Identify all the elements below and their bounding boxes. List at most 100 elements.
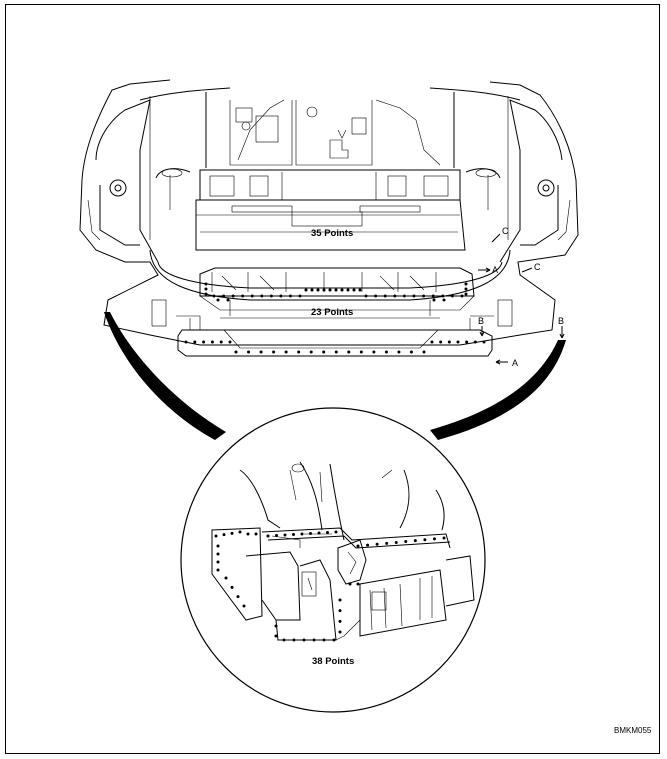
weld-spot — [274, 634, 278, 638]
weld-spot — [338, 619, 342, 623]
weld-spot — [184, 340, 188, 344]
weld-spot — [260, 294, 264, 298]
weld-spot — [216, 568, 220, 572]
weld-spot — [274, 624, 278, 628]
weld-spot — [439, 340, 443, 344]
weld-spot — [242, 604, 246, 608]
weld-spot — [316, 288, 320, 292]
weld-spot — [304, 288, 308, 292]
weld-spot — [230, 585, 234, 589]
weld-spot — [482, 340, 486, 344]
weld-spot — [241, 294, 245, 298]
weld-spot — [219, 340, 223, 344]
weld-spot — [456, 340, 460, 344]
weld-spot — [226, 298, 230, 302]
weld-spot — [422, 350, 426, 354]
weld-spot — [283, 533, 287, 537]
weld-spot — [214, 534, 218, 538]
weld-spot — [338, 598, 342, 602]
weld-spot — [442, 298, 446, 302]
weld-spot — [216, 552, 220, 556]
weld-spot — [312, 638, 316, 642]
weld-spot — [409, 350, 413, 354]
weld-spot — [269, 294, 273, 298]
weld-spot — [309, 350, 313, 354]
weld-spot — [259, 350, 263, 354]
weld-spot — [279, 294, 283, 298]
ref-label-b1: B — [478, 316, 484, 326]
weld-spot — [332, 638, 336, 642]
weld-spot — [364, 294, 368, 298]
reference-markers: A A B B C C — [478, 226, 565, 368]
ref-label-a1: A — [492, 265, 498, 275]
weld-spot — [432, 537, 436, 541]
weld-spot — [372, 350, 376, 354]
weld-spot — [358, 288, 362, 292]
ref-label-a2: A — [512, 358, 518, 368]
weld-spot — [347, 350, 351, 354]
weld-spot — [384, 350, 388, 354]
weld-spot — [216, 298, 220, 302]
weld-spot — [234, 350, 238, 354]
weld-spot — [254, 532, 258, 536]
weld-spot — [423, 538, 427, 542]
weld-spot — [464, 282, 468, 286]
weld-spot — [334, 350, 338, 354]
weld-spot — [317, 531, 321, 535]
weld-spot — [247, 350, 251, 354]
weld-spot — [297, 350, 301, 354]
weld-spot — [413, 539, 417, 543]
detail-circle — [180, 407, 486, 713]
weld-spot — [465, 340, 469, 344]
weld-spot — [404, 540, 408, 544]
weld-spot — [394, 540, 398, 544]
upper-points-label: 35 Points — [311, 228, 353, 239]
weld-spot — [300, 532, 304, 536]
weld-spot — [216, 544, 220, 548]
figure-code: BMKM055 — [614, 726, 652, 735]
weld-spot — [356, 582, 360, 586]
weld-spot — [266, 534, 270, 538]
weld-spot — [292, 638, 296, 642]
weld-spot — [236, 595, 240, 599]
weld-spot — [464, 287, 468, 291]
weld-spot — [383, 294, 387, 298]
weld-spot — [246, 532, 250, 536]
weld-spot — [464, 292, 468, 296]
weld-spot — [228, 340, 232, 344]
weld-spot — [310, 288, 314, 292]
weld-spot — [356, 544, 360, 548]
weld-spot — [322, 350, 326, 354]
weld-spot — [375, 542, 379, 546]
weld-spot — [204, 287, 208, 291]
weld-spot — [292, 533, 295, 536]
weld-spot — [275, 534, 278, 537]
weld-spot — [272, 350, 276, 354]
weld-spot — [202, 340, 206, 344]
ref-label-c2: C — [534, 262, 541, 272]
weld-spot — [238, 530, 242, 534]
weld-spot — [442, 536, 446, 540]
weld-spot — [432, 298, 436, 302]
weld-spot — [193, 340, 197, 344]
weld-spot — [352, 288, 356, 292]
detail-points-label: 38 Points — [312, 656, 354, 667]
weld-spot — [473, 340, 477, 344]
weld-spot — [204, 292, 208, 296]
weld-spot — [430, 340, 434, 344]
weld-spot — [447, 340, 451, 344]
weld-spot — [224, 576, 228, 580]
weld-spot — [328, 288, 332, 292]
ref-label-c1: C — [502, 226, 509, 236]
weld-spot — [340, 288, 344, 292]
weld-spot — [431, 294, 435, 298]
weld-spot — [412, 294, 416, 298]
weld-spots-upper — [184, 282, 486, 354]
weld-spot — [322, 288, 326, 292]
weld-spot — [385, 541, 389, 545]
weld-spot — [222, 294, 226, 298]
weld-spot — [338, 630, 342, 634]
magnifier-connector — [104, 312, 566, 440]
weld-spot — [250, 294, 254, 298]
